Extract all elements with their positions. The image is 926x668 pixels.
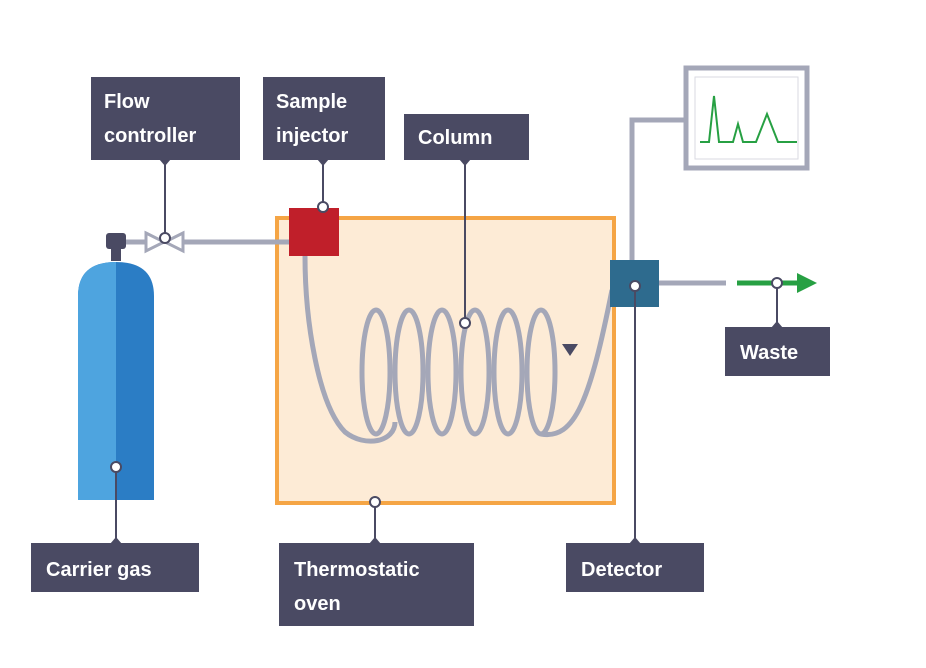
sample-injector-line-1: Sample	[276, 91, 347, 113]
waste-label: Waste	[740, 342, 798, 364]
monitor-icon	[683, 65, 810, 171]
column-label: Column	[418, 127, 492, 149]
thermostatic-oven-line-2: oven	[294, 593, 341, 615]
gas-cylinder-icon	[78, 233, 154, 500]
leader-lines	[115, 160, 778, 543]
label-carrier-gas: Carrier gas	[31, 537, 199, 592]
label-sample-injector: Sample injector	[263, 77, 385, 166]
detector-label: Detector	[581, 559, 662, 581]
signal-line	[629, 117, 686, 262]
label-detector: Detector	[566, 537, 704, 592]
label-column: Column	[404, 114, 529, 166]
flow-controller-line-2: controller	[104, 125, 196, 147]
chromatogram-trace	[700, 95, 797, 143]
column-coil	[302, 255, 615, 444]
label-flow-controller: Flow controller	[91, 77, 240, 166]
flow-controller-line-1: Flow	[104, 91, 150, 113]
thermostatic-oven-line-1: Thermostatic	[294, 559, 420, 581]
label-thermostatic-oven: Thermostatic oven	[279, 537, 474, 626]
sample-injector-line-2: injector	[276, 125, 348, 147]
label-waste: Waste	[725, 321, 830, 376]
sample-injector	[289, 208, 339, 256]
thermostatic-oven	[275, 216, 616, 505]
arrow-right-icon	[737, 273, 817, 293]
carrier-gas-label: Carrier gas	[46, 559, 152, 581]
leader-points	[110, 201, 783, 508]
flow-direction-marker	[562, 344, 578, 356]
valve-icon	[144, 230, 185, 254]
